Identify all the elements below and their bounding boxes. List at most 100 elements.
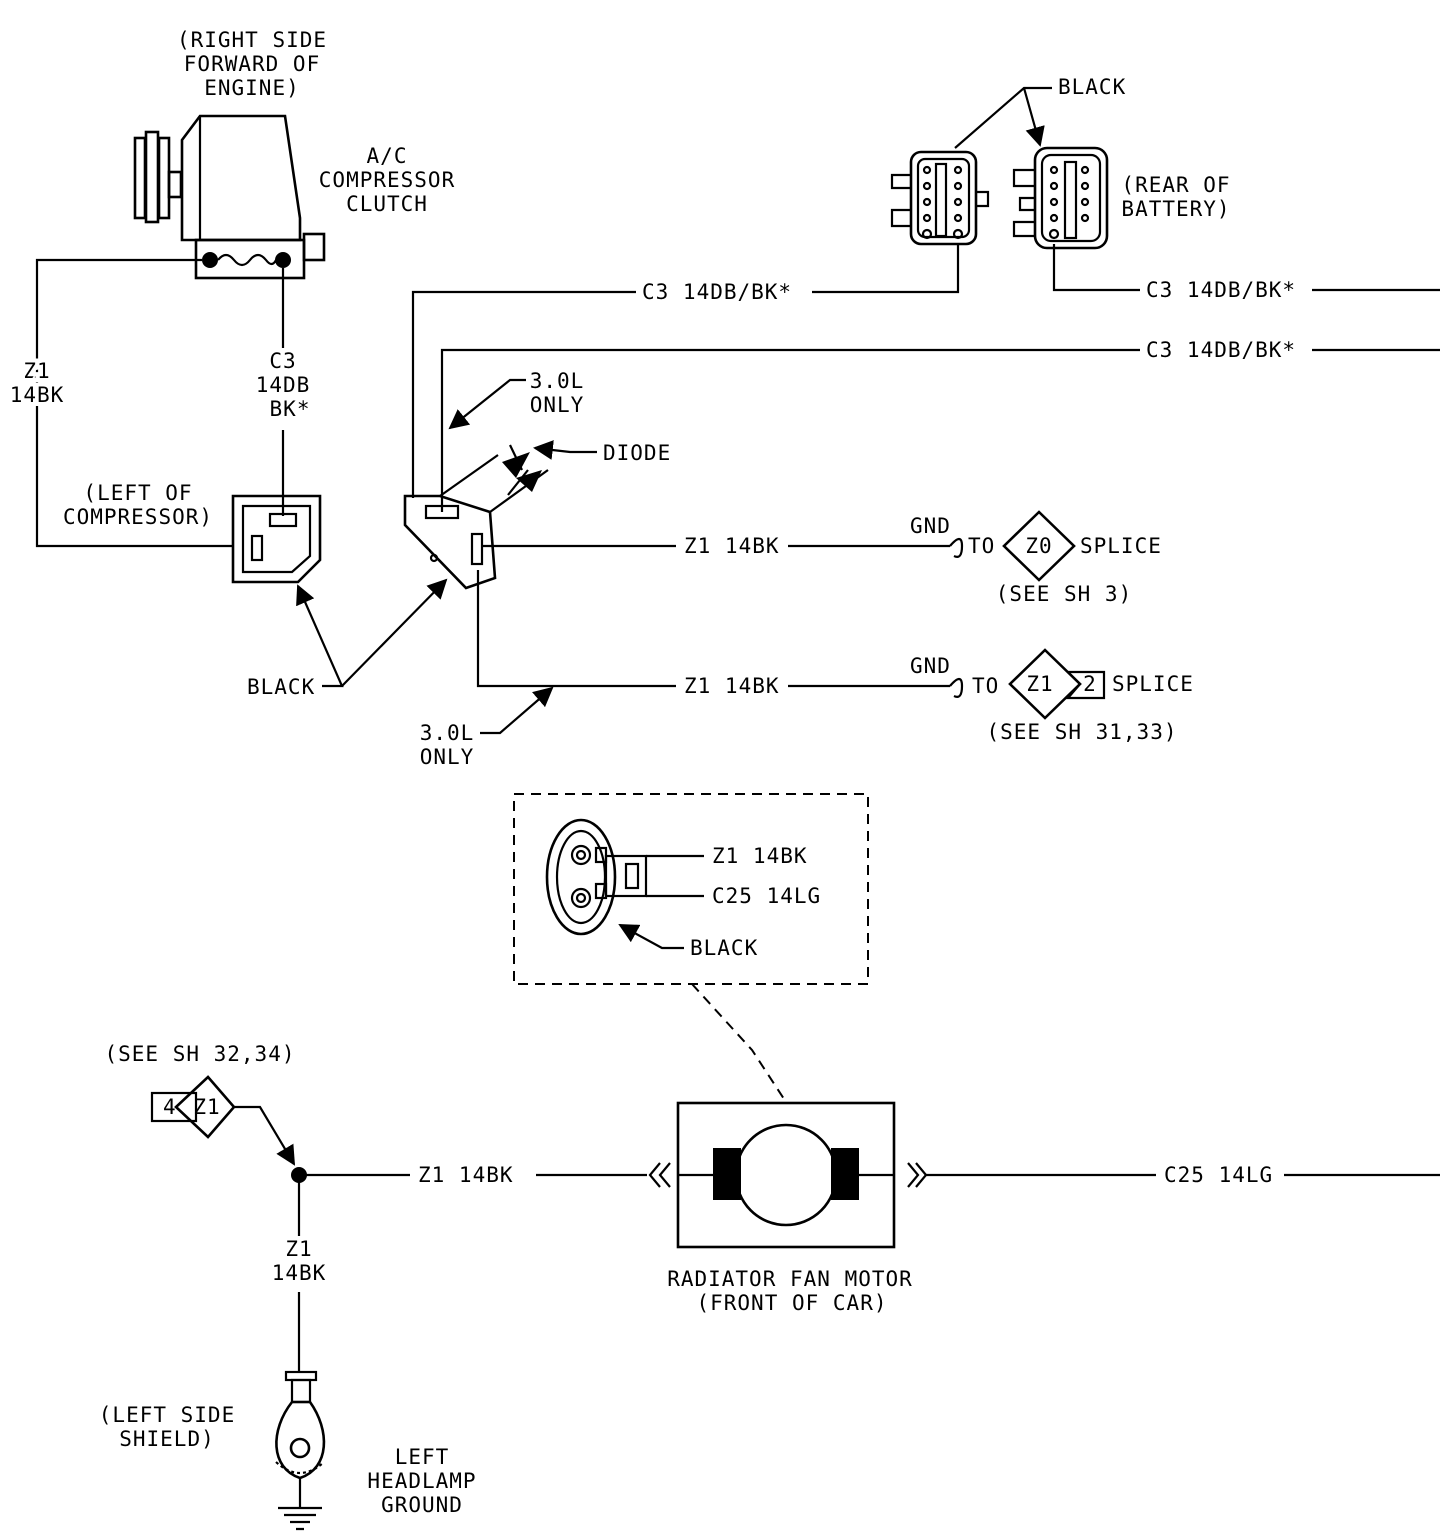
- gnd-label-2: GND: [910, 654, 951, 678]
- only-bottom-leader: [480, 686, 554, 735]
- splice-4-num: 4: [163, 1095, 177, 1119]
- fan-left-connector-icon: [648, 1162, 671, 1188]
- black-label-left: BLACK: [247, 675, 315, 699]
- black-left-leader-b: [341, 578, 448, 687]
- svg-text:BK*: BK*: [270, 397, 311, 421]
- svg-text:LEFT: LEFT: [395, 1445, 450, 1469]
- svg-text:(LEFT SIDE: (LEFT SIDE: [99, 1403, 235, 1427]
- wire-c3-1: [411, 244, 960, 498]
- svg-text:(FRONT OF CAR): (FRONT OF CAR): [696, 1291, 887, 1315]
- only-top-leader: [448, 378, 526, 430]
- svg-text:3.0L: 3.0L: [420, 721, 475, 745]
- only-3-0l-bottom-label: 3.0L ONLY: [420, 721, 475, 769]
- splice-z1-fan-leader: [234, 1105, 296, 1166]
- diode-label: DIODE: [603, 441, 671, 465]
- fan-conn-c25-label: C25 14LG: [712, 884, 821, 908]
- wire-z1-ground-1-label: Z1 14BK: [684, 534, 780, 558]
- fan-connector-detail-box: [513, 793, 869, 985]
- svg-text:SHIELD): SHIELD): [119, 1427, 215, 1451]
- splice-z0-label: Z0: [1025, 534, 1052, 558]
- wire-z1-label: Z1 14BK: [6, 355, 68, 411]
- splice-label-2: SPLICE: [1112, 672, 1194, 696]
- svg-text:14DB: 14DB: [256, 373, 311, 397]
- splice-z0-diamond: [1002, 510, 1076, 582]
- svg-text:RADIATOR FAN MOTOR: RADIATOR FAN MOTOR: [667, 1267, 913, 1291]
- svg-text:C3: C3: [269, 349, 296, 373]
- svg-text:BATTERY): BATTERY): [1121, 197, 1230, 221]
- left-headlamp-ground-label: LEFT HEADLAMP GROUND: [367, 1445, 476, 1517]
- gnd-squiggle-1: [949, 537, 964, 558]
- compressor-connector-icon: [231, 494, 322, 584]
- svg-text:3.0L: 3.0L: [530, 369, 585, 393]
- svg-text:ENGINE): ENGINE): [204, 76, 300, 100]
- wire-z1-compressor: [35, 258, 233, 548]
- wire-fan-right-label: C25 14LG: [1164, 1163, 1273, 1187]
- left-compressor-label: (LEFT OF COMPRESSOR): [63, 481, 213, 529]
- svg-text:HEADLAMP: HEADLAMP: [367, 1469, 476, 1493]
- wire-c3-2-label: C3 14DB/BK*: [1146, 278, 1296, 302]
- svg-text:GROUND: GROUND: [381, 1493, 463, 1517]
- black-label-fan: BLACK: [690, 936, 758, 960]
- black-left-leader-a: [296, 584, 344, 688]
- fan-right-connector-icon: [907, 1162, 928, 1188]
- wire-fan-left-label: Z1 14BK: [418, 1163, 514, 1187]
- headlamp-location-label: (LEFT SIDE SHIELD): [99, 1403, 235, 1451]
- svg-text:CLUTCH: CLUTCH: [346, 192, 428, 216]
- svg-text:A/C: A/C: [367, 144, 408, 168]
- diode-symbol-icon: [502, 444, 542, 496]
- battery-connector-right-icon: [1012, 146, 1109, 250]
- only-3-0l-top-label: 3.0L ONLY: [530, 369, 585, 417]
- splice-z1-tab: [1065, 670, 1106, 700]
- svg-text:ONLY: ONLY: [420, 745, 475, 769]
- splice-z1-fan-diamond: [174, 1075, 236, 1139]
- wire-z1-ground-2-label: Z1 14BK: [684, 674, 780, 698]
- svg-text:(RIGHT SIDE: (RIGHT SIDE: [177, 28, 327, 52]
- svg-text:14BK: 14BK: [272, 1261, 327, 1285]
- to-label-2: TO: [972, 674, 999, 698]
- black-top-leaders: [954, 86, 1052, 148]
- wire-c3-1-label: C3 14DB/BK*: [642, 280, 792, 304]
- compressor-clutch-icon: [133, 114, 326, 280]
- black-fan-leader: [618, 924, 684, 950]
- to-label-1: TO: [968, 534, 995, 558]
- splice-label-1: SPLICE: [1080, 534, 1162, 558]
- radiator-fan-motor-label: RADIATOR FAN MOTOR (FRONT OF CAR): [667, 1267, 913, 1315]
- compressor-location-label: (RIGHT SIDE FORWARD OF ENGINE): [177, 28, 327, 100]
- svg-text:Z1: Z1: [23, 359, 50, 383]
- fan-connector-icon: [545, 818, 648, 936]
- svg-text:(REAR OF: (REAR OF: [1121, 173, 1230, 197]
- wire-c3-label: C3 14DB BK*: [256, 349, 311, 421]
- splice-z1-fan-label: Z1: [193, 1095, 220, 1119]
- diode-module-icon: [403, 454, 549, 590]
- black-label-top: BLACK: [1058, 75, 1126, 99]
- headlamp-ground-icon: [275, 1370, 326, 1531]
- gnd-label-1: GND: [910, 514, 951, 538]
- wire-c3-2: [1052, 244, 1440, 292]
- splice-z1-label: Z1: [1026, 672, 1053, 696]
- see-sh-31-33: (SEE SH 31,33): [986, 720, 1177, 744]
- wire-headlamp-label: Z1 14BK: [272, 1237, 327, 1285]
- compressor-clutch-label: A/C COMPRESSOR CLUTCH: [319, 144, 455, 216]
- diode-leader: [533, 440, 597, 460]
- gnd-squiggle-2: [949, 677, 964, 698]
- battery-connector-left-icon: [890, 150, 990, 246]
- svg-text:(LEFT OF: (LEFT OF: [83, 481, 192, 505]
- svg-text:COMPRESSOR: COMPRESSOR: [319, 168, 455, 192]
- svg-text:14BK: 14BK: [10, 383, 65, 407]
- wire-z1-ground-2: [476, 570, 950, 688]
- radiator-fan-motor-icon: [676, 1101, 896, 1249]
- see-sh-3: (SEE SH 3): [996, 582, 1132, 606]
- battery-location-label: (REAR OF BATTERY): [1121, 173, 1230, 221]
- splice-z1-num: 2: [1083, 672, 1097, 696]
- wire-c3-3: [440, 348, 1440, 512]
- svg-text:FORWARD OF: FORWARD OF: [184, 52, 320, 76]
- svg-text:COMPRESSOR): COMPRESSOR): [63, 505, 213, 529]
- see-sh-32-34: (SEE SH 32,34): [104, 1042, 295, 1066]
- svg-text:Z1: Z1: [285, 1237, 312, 1261]
- svg-text:ONLY: ONLY: [530, 393, 585, 417]
- fan-conn-z1-label: Z1 14BK: [712, 844, 808, 868]
- wire-c3-3-label: C3 14DB/BK*: [1146, 338, 1296, 362]
- splice-4-box: [150, 1091, 198, 1123]
- detail-dashed-leader: [691, 983, 787, 1103]
